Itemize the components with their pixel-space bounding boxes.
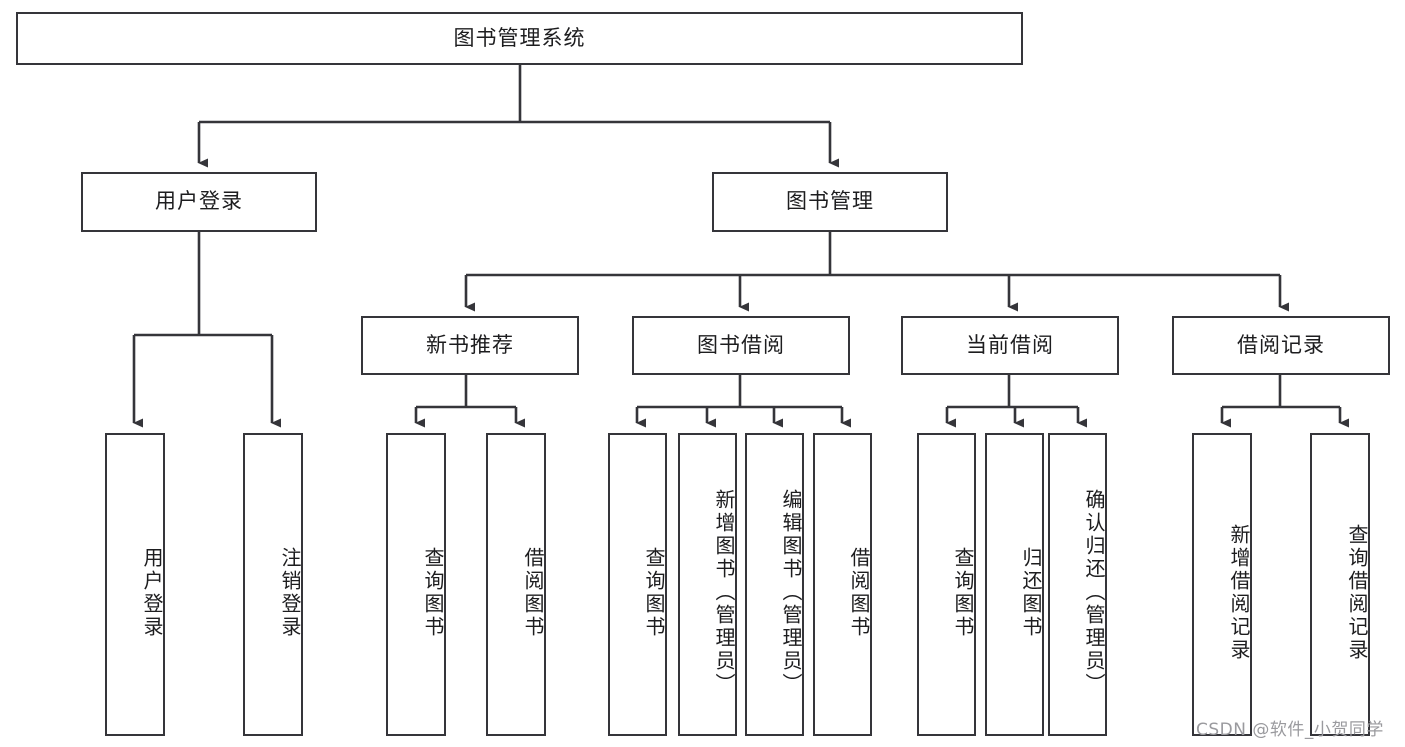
node-current-borrow[interactable]: 当前借阅 [901, 316, 1119, 375]
node-book-manage[interactable]: 图书管理 [712, 172, 948, 232]
node-leaf-query-book-3[interactable]: 查询图书 [917, 433, 976, 736]
node-label: 图书借阅 [697, 332, 785, 357]
node-label: 确认归还（管理员） [1082, 489, 1106, 696]
node-leaf-borrow-book-2[interactable]: 借阅图书 [813, 433, 872, 736]
node-label: 注销登录 [278, 546, 302, 639]
node-leaf-return-book[interactable]: 归还图书 [985, 433, 1044, 736]
node-label: 新增借阅记录 [1227, 523, 1251, 662]
node-label: 借阅图书 [521, 546, 545, 639]
node-leaf-query-book-1[interactable]: 查询图书 [386, 433, 446, 736]
node-user-login[interactable]: 用户登录 [81, 172, 317, 232]
node-label: 当前借阅 [966, 332, 1054, 357]
node-borrow-record[interactable]: 借阅记录 [1172, 316, 1390, 375]
node-label: 图书管理系统 [453, 25, 586, 50]
node-leaf-add-book[interactable]: 新增图书（管理员） [678, 433, 737, 736]
node-book-borrow[interactable]: 图书借阅 [632, 316, 850, 375]
node-leaf-logout-login[interactable]: 注销登录 [243, 433, 303, 736]
node-leaf-borrow-book-1[interactable]: 借阅图书 [486, 433, 546, 736]
node-label: 新增图书（管理员） [712, 489, 736, 696]
node-leaf-confirm-return[interactable]: 确认归还（管理员） [1048, 433, 1107, 736]
node-label: 编辑图书（管理员） [779, 489, 803, 696]
node-label: 新书推荐 [426, 332, 514, 357]
node-label: 归还图书 [1019, 546, 1043, 639]
node-label: 用户登录 [140, 546, 164, 639]
node-new-book-recommend[interactable]: 新书推荐 [361, 316, 579, 375]
node-leaf-edit-book[interactable]: 编辑图书（管理员） [745, 433, 804, 736]
node-label: 查询图书 [642, 546, 666, 639]
node-label: 用户登录 [155, 189, 243, 214]
node-label: 借阅图书 [847, 546, 871, 639]
node-root-system[interactable]: 图书管理系统 [16, 12, 1023, 65]
node-label: 查询借阅记录 [1345, 523, 1369, 662]
node-leaf-user-login[interactable]: 用户登录 [105, 433, 165, 736]
node-label: 图书管理 [786, 189, 874, 214]
node-leaf-query-book-2[interactable]: 查询图书 [608, 433, 667, 736]
node-leaf-add-record[interactable]: 新增借阅记录 [1192, 433, 1252, 736]
node-label: 查询图书 [951, 546, 975, 639]
node-leaf-query-record[interactable]: 查询借阅记录 [1310, 433, 1370, 736]
node-label: 借阅记录 [1237, 332, 1325, 357]
node-label: 查询图书 [421, 546, 445, 639]
